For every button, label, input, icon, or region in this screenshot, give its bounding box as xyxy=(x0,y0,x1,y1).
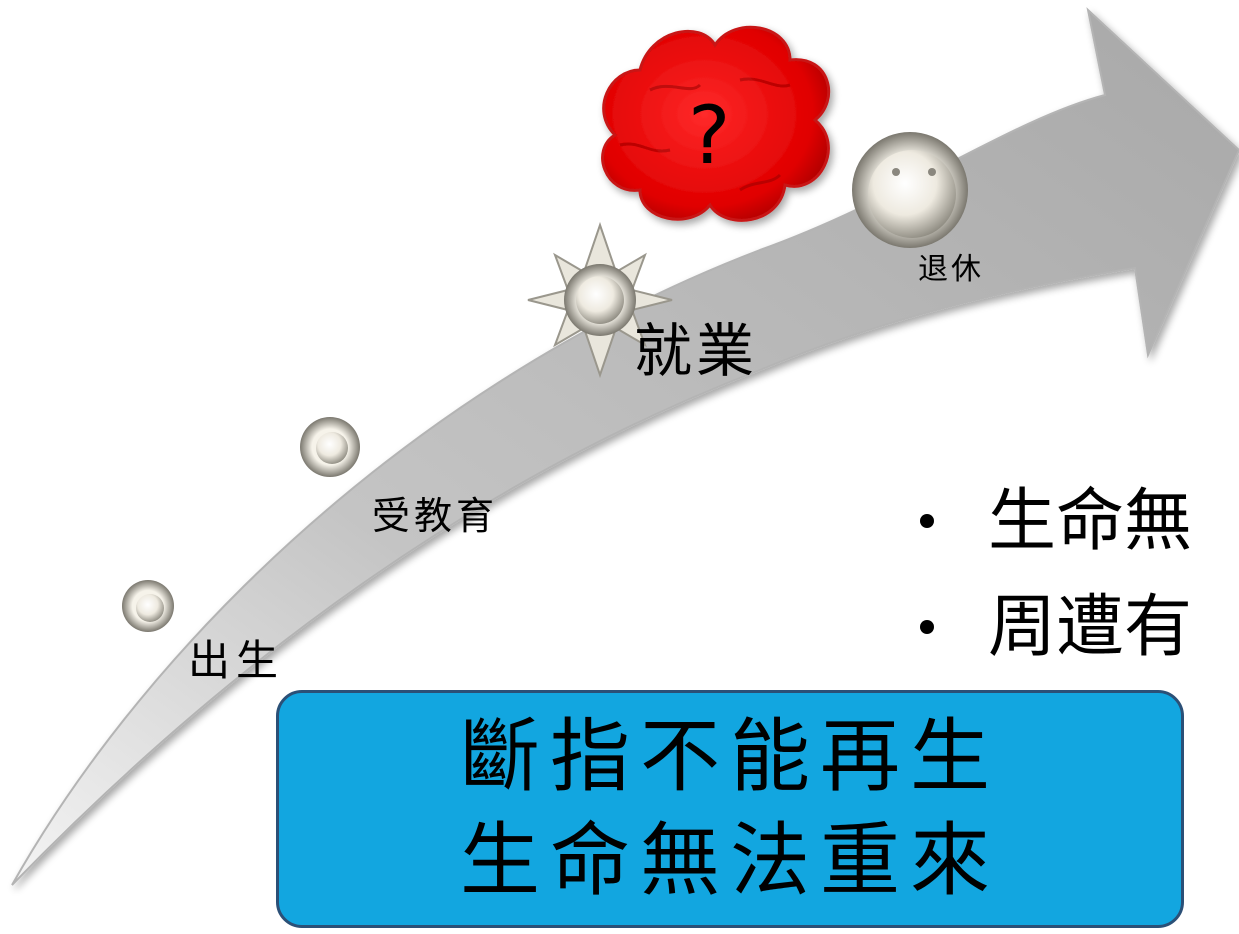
milestone-label-retirement: 退休 xyxy=(918,252,984,287)
bullet-dot-icon xyxy=(920,513,934,528)
callout-box: 斷指不能再生 生命無法重來 xyxy=(276,690,1184,928)
bullet-text: 生命無 xyxy=(988,482,1193,561)
bullet-dot-icon xyxy=(920,619,934,634)
bullet-item: 生命無 xyxy=(920,488,1192,556)
milestone-label-education: 受教育 xyxy=(372,494,499,538)
bullet-item: 周遭有 xyxy=(920,594,1192,662)
question-mark: ? xyxy=(688,89,731,182)
unknown-event-cloud-icon xyxy=(601,25,831,222)
education-bead-icon xyxy=(300,417,360,477)
employment-sunburst-icon xyxy=(527,221,673,379)
milestone-label-birth: 出生 xyxy=(188,636,285,685)
callout-line-1: 斷指不能再生 xyxy=(460,710,1000,803)
bullet-text: 周遭有 xyxy=(988,588,1193,667)
callout-line-2: 生命無法重來 xyxy=(460,814,1000,907)
milestone-label-employment: 就業 xyxy=(634,317,759,385)
birth-bead-icon xyxy=(122,580,174,632)
retirement-face-icon xyxy=(852,132,968,248)
